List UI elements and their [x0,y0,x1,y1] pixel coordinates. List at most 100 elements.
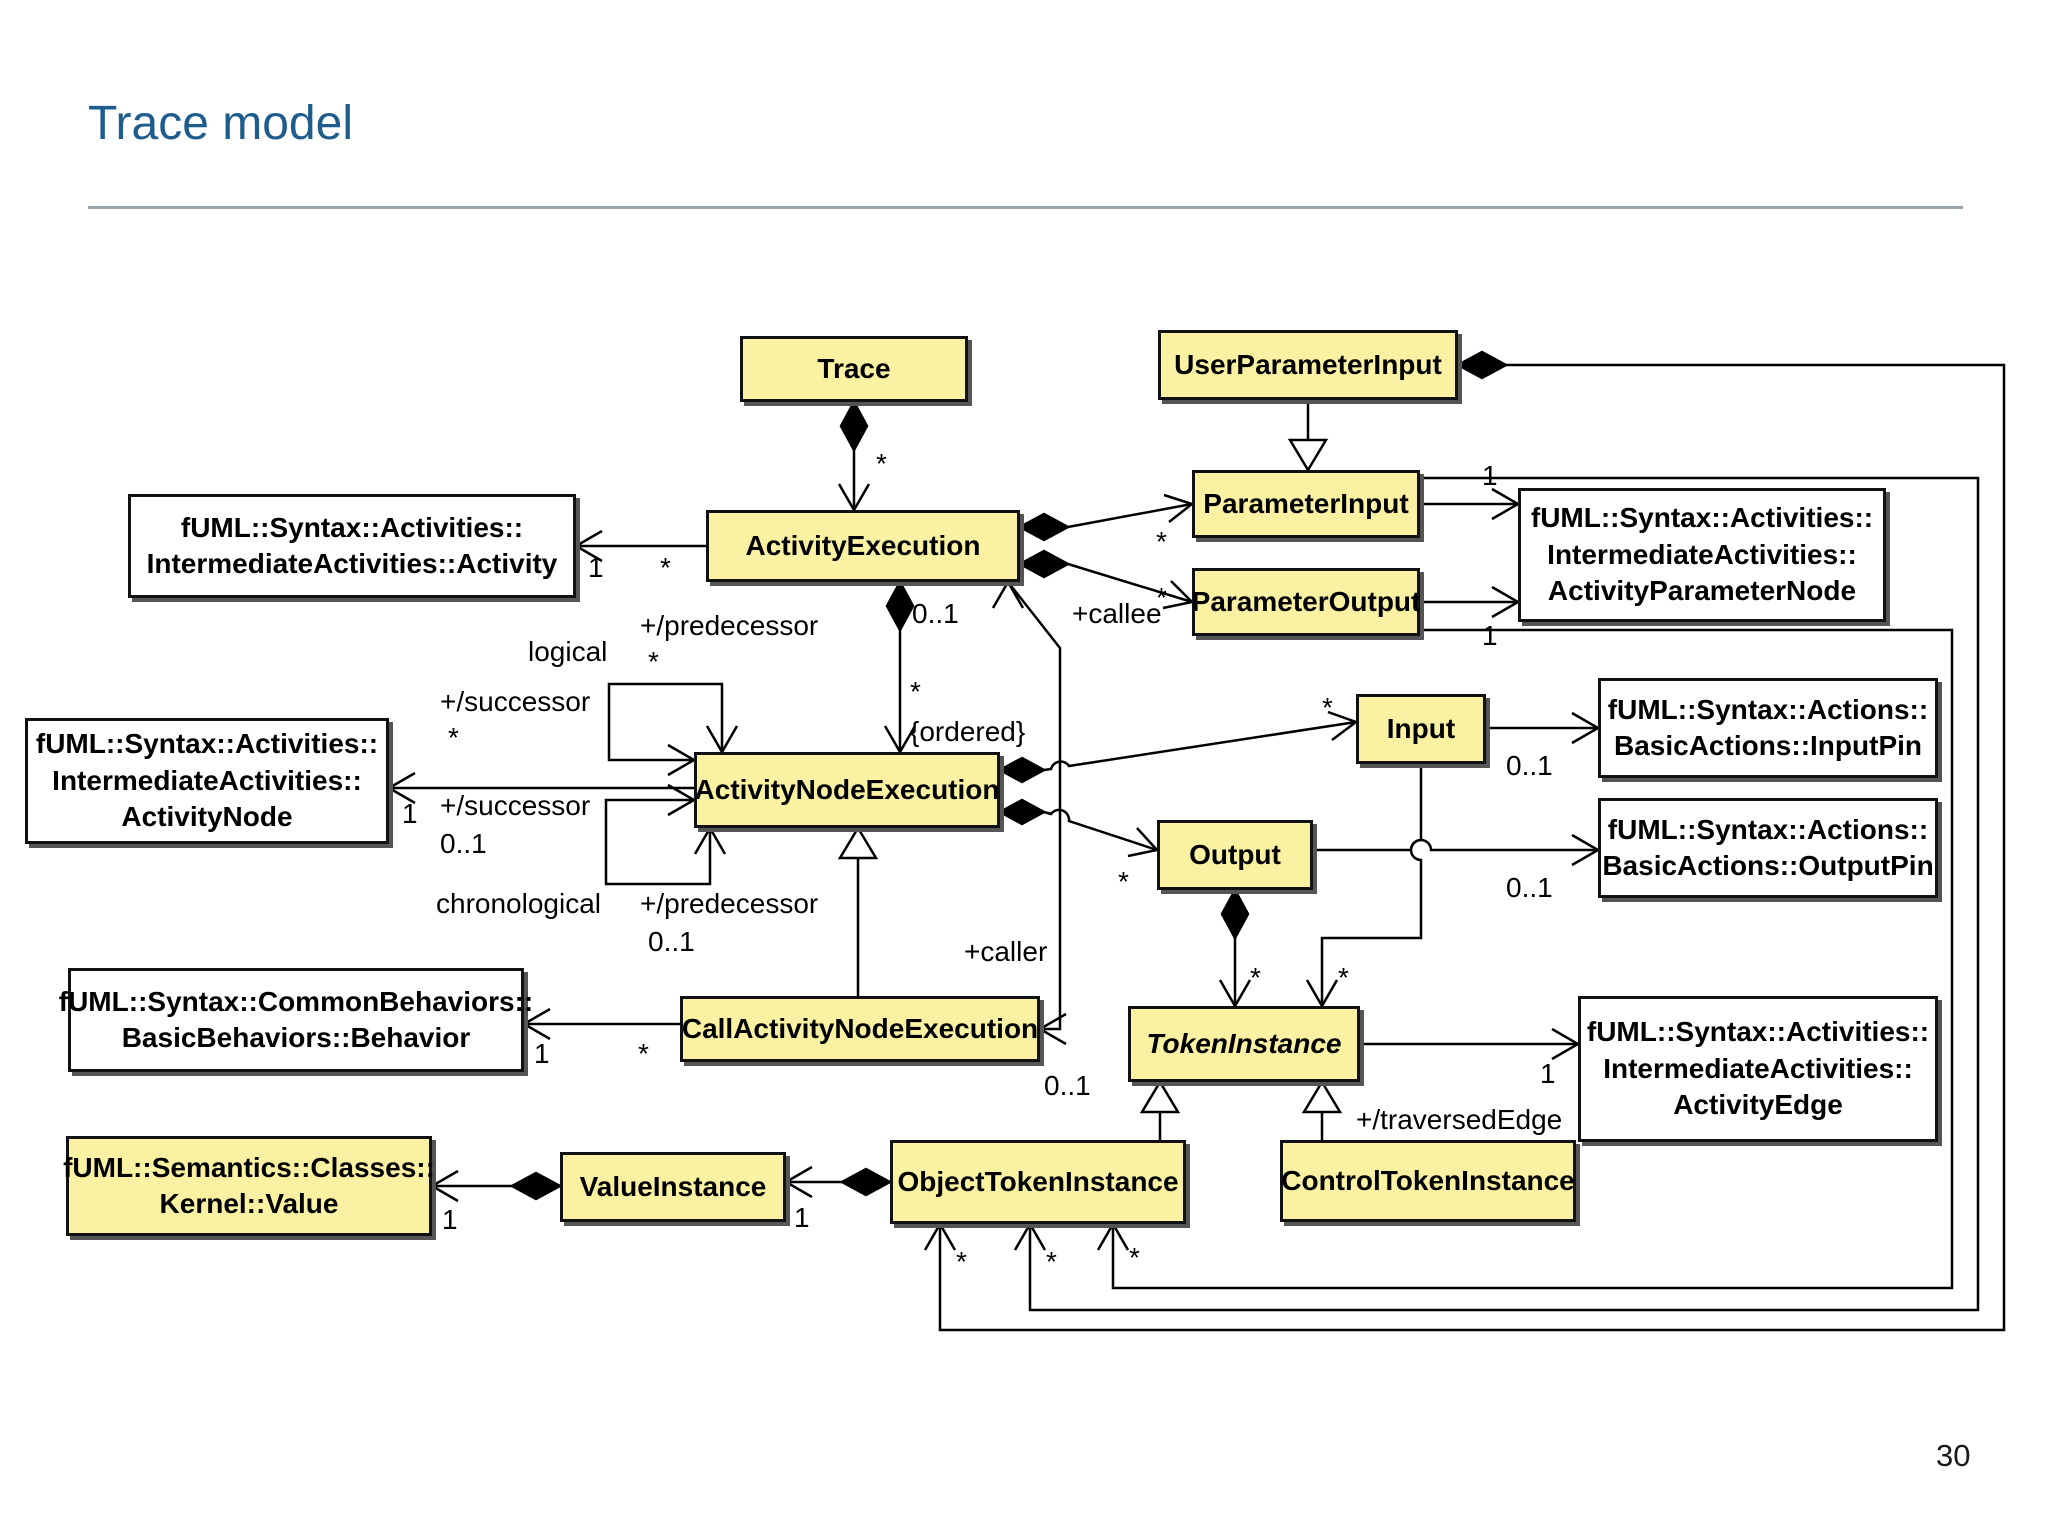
class-label-value: fUML::Semantics::Classes:: Kernel::Value [63,1151,435,1219]
mult-ae-ane: * [910,676,921,707]
class-label-behavior: fUML::Syntax::CommonBehaviors:: BasicBeh… [58,985,534,1053]
class-box-outputpin: fUML::Syntax::Actions:: BasicActions::Ou… [1598,798,1938,898]
mult-chrono-predecessor: 0..1 [648,926,695,957]
mult-ane-output: * [1118,866,1129,897]
class-box-activitynodeexecution: ActivityNodeExecution [694,752,1000,828]
class-label-trace: Trace [817,352,891,384]
edge-parameterinput-activityparameternode [1420,487,1521,521]
edge-tokeninstance-activityedge [1360,1027,1581,1061]
class-label-input: Input [1386,712,1456,744]
page-number: 30 [1936,1438,1971,1473]
mult-trace-ae: * [876,448,887,479]
edge-activitynodeexecution-activitynode [386,771,694,805]
edge-caller-callee [991,579,1067,1046]
edge-parameteroutput-objecttokeninstance [1096,628,1954,1290]
role-traversededge: +/traversedEdge [1356,1104,1563,1135]
mult-valueinstance-value: 1 [442,1204,458,1235]
class-label-controltokeninstance: ControlTokenInstance [1281,1164,1575,1196]
edge-userparameterinput-objecttokeninstance [923,350,2006,1332]
class-box-controltokeninstance: ControlTokenInstance [1280,1140,1576,1222]
edge-ane-output [997,798,1160,858]
class-label-activitynodeexecution: ActivityNodeExecution [694,773,1000,805]
class-box-valueinstance: ValueInstance [560,1152,786,1222]
role-caller: +caller [964,936,1048,967]
class-box-activitynode: fUML::Syntax::Activities:: IntermediateA… [25,718,389,844]
class-box-parameteroutput: ParameterOutput [1192,568,1420,636]
edge-oti-valueinstance [783,1165,893,1199]
mult-logical-predecessor: * [648,646,659,677]
class-box-tokeninstance: TokenInstance [1128,1006,1360,1082]
mult-cane-behavior-star: * [638,1038,649,1069]
class-label-callactivitynodeexecution: CallActivityNodeExecution [681,1012,1039,1044]
edge-parameterinput-objecttokeninstance [1013,476,1980,1312]
assoc-name-chronological: chronological [436,888,601,919]
class-box-userparameterinput: UserParameterInput [1158,330,1458,400]
class-box-parameterinput: ParameterInput [1192,470,1420,538]
edge-input-inputpin [1486,711,1601,745]
role-callee: +callee [1072,598,1162,629]
class-label-valueinstance: ValueInstance [579,1170,767,1202]
class-box-objecttokeninstance: ObjectTokenInstance [890,1140,1186,1224]
class-box-activityexecution: ActivityExecution [706,510,1020,582]
edge-activityexecution-parameterinput [1017,493,1195,542]
role-logical-predecessor: +/predecessor [640,610,819,641]
edge-output-outputpin [1313,833,1601,867]
role-chrono-predecessor: +/predecessor [640,888,819,919]
class-box-activityparameternode: fUML::Syntax::Activities:: IntermediateA… [1518,488,1886,622]
class-label-parameterinput: ParameterInput [1203,487,1409,519]
role-chrono-successor: +/successor [440,790,591,821]
class-box-activity: fUML::Syntax::Activities:: IntermediateA… [128,494,576,598]
edge-cane-ane-generalization [837,825,879,996]
mult-ae-activity-star: * [660,552,671,583]
mult-upi-oti: * [956,1246,967,1277]
edge-oti-ti-generalization [1139,1079,1181,1140]
mult-ane-input: * [1322,692,1333,723]
class-label-output: Output [1189,838,1281,870]
mult-ae-activity-1: 1 [588,552,604,583]
class-label-tokeninstance: TokenInstance [1146,1027,1342,1059]
class-box-activityedge: fUML::Syntax::Activities:: IntermediateA… [1578,996,1938,1142]
class-box-input: Input [1356,694,1486,764]
edge-cti-ti-generalization [1301,1079,1343,1140]
role-logical-successor: +/successor [440,686,591,717]
edge-activityexecution-activity [573,529,706,563]
edge-cane-behavior [521,1007,680,1041]
mult-pi-oti: * [1046,1246,1057,1277]
class-label-outputpin: fUML::Syntax::Actions:: BasicActions::Ou… [1602,813,1934,881]
constraint-ordered: {ordered} [910,716,1026,747]
mult-output-tokeninstance: * [1250,962,1261,993]
class-box-callactivitynodeexecution: CallActivityNodeExecution [680,996,1040,1062]
class-label-objecttokeninstance: ObjectTokenInstance [897,1165,1179,1197]
mult-logical-successor: * [448,722,459,753]
class-label-activitynode: fUML::Syntax::Activities:: IntermediateA… [35,728,379,833]
mult-parameterinput-apn: 1 [1482,460,1498,491]
mult-ane-activitynode: 1 [402,798,418,829]
mult-cane-behavior-1: 1 [534,1038,550,1069]
mult-caller: 0..1 [1044,1070,1091,1101]
class-box-value: fUML::Semantics::Classes:: Kernel::Value [63,1136,435,1236]
mult-po-oti: * [1129,1242,1140,1273]
class-label-activityparameternode: fUML::Syntax::Activities:: IntermediateA… [1530,502,1874,607]
mult-ae-parameterinput: * [1156,526,1167,557]
edge-trace-activityexecution [837,399,871,513]
mult-input-inputpin: 0..1 [1506,750,1553,781]
class-label-inputpin: fUML::Syntax::Actions:: BasicActions::In… [1607,693,1929,761]
mult-ae-parameteroutput: * [1156,582,1167,613]
assoc-name-logical: logical [528,636,608,667]
mult-oti-valueinstance: 1 [794,1202,810,1233]
class-label-userparameterinput: UserParameterInput [1174,348,1442,380]
class-label-activity: fUML::Syntax::Activities:: IntermediateA… [146,511,558,579]
class-label-parameteroutput: ParameterOutput [1191,585,1421,617]
mult-callee: 0..1 [912,598,959,629]
mult-output-outputpin: 0..1 [1506,872,1553,903]
title-underline [88,206,1963,209]
class-box-output: Output [1157,820,1313,890]
class-box-trace: Trace [740,336,968,402]
mult-ti-activityedge: 1 [1540,1058,1556,1089]
slide-title: Trace model [88,97,353,150]
edge-valueinstance-value [429,1169,563,1203]
class-label-activityexecution: ActivityExecution [745,529,981,561]
class-box-behavior: fUML::Syntax::CommonBehaviors:: BasicBeh… [59,968,533,1072]
